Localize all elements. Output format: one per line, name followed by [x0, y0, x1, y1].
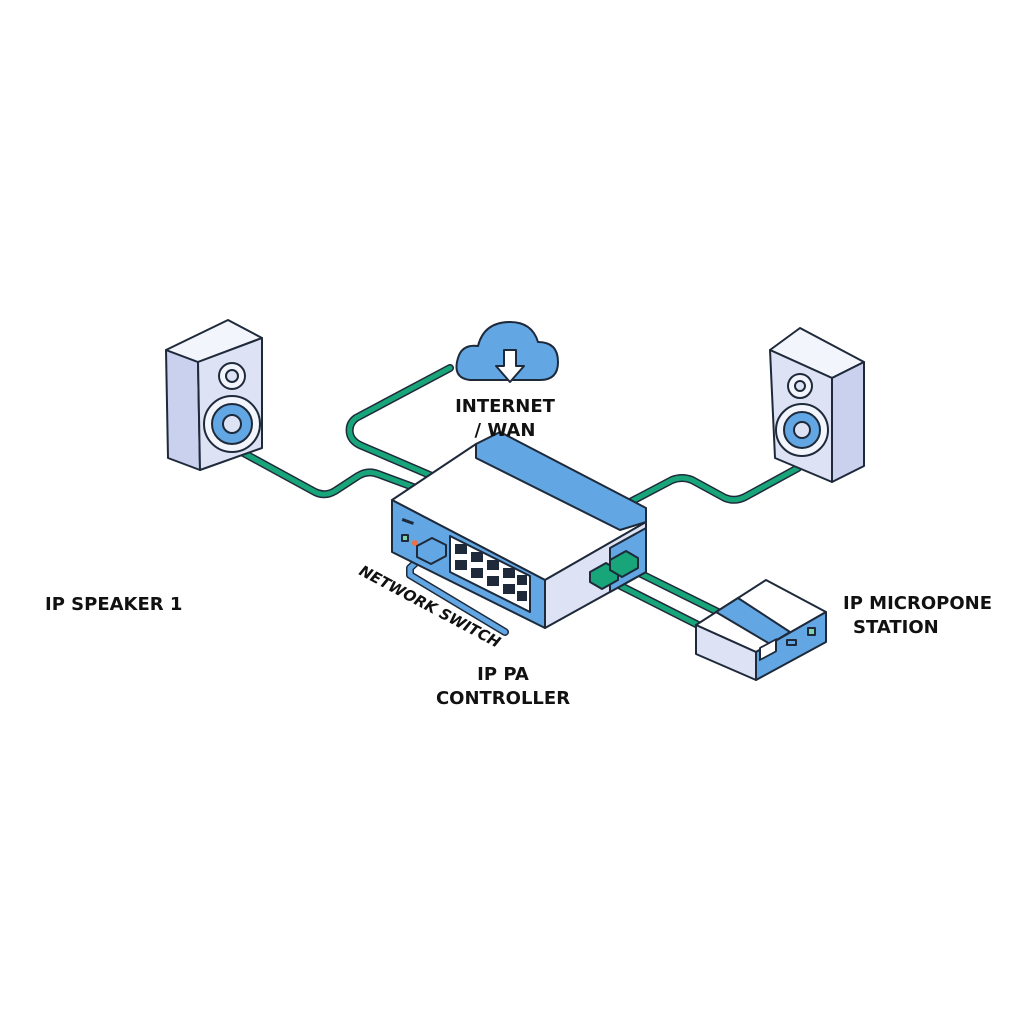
cable-speaker1-switch: [234, 446, 436, 499]
controller-label-line2: CONTROLLER: [436, 688, 570, 709]
cable-speaker2-switch: [611, 464, 802, 514]
controller-label-line1: IP PA: [477, 664, 529, 685]
cloud-download-icon: [455, 321, 559, 383]
network-switch-icon: [391, 431, 647, 629]
internet-label-line1: INTERNET: [455, 396, 556, 417]
cable-internet-switch: [345, 364, 454, 480]
speaker-icon: [165, 319, 263, 471]
speaker1-label: IP SPEAKER 1: [45, 594, 182, 615]
speaker-icon: [769, 327, 865, 483]
mic-station-label-line1: IP MICROPONE: [843, 593, 992, 614]
mic-station-label-line2: STATION: [853, 617, 939, 638]
ethernet-ports: [455, 544, 527, 601]
internet-label-line2: / WAN: [475, 420, 536, 441]
microphone-station-icon: [695, 579, 827, 681]
